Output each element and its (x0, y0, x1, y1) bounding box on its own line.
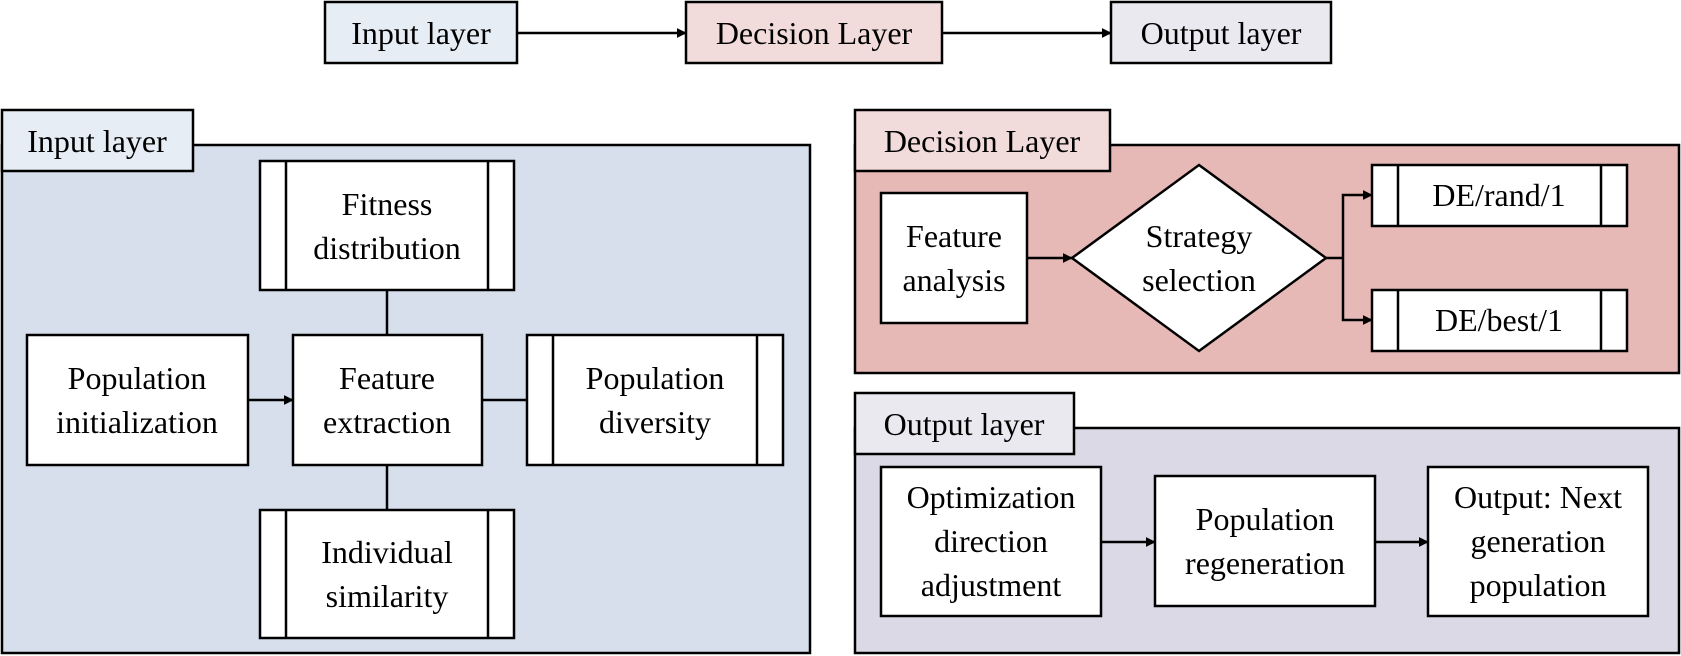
fitness-line-1: Fitness (342, 186, 433, 222)
pop-init-line-2: initialization (56, 404, 218, 440)
feature-analysis-node: Feature analysis (879, 191, 1029, 325)
output-panel-title-tab (853, 391, 1076, 456)
strategy-line-1: Strategy (1146, 218, 1253, 254)
similarity-line-1: Individual (321, 534, 453, 570)
legend-decision-box (684, 0, 944, 65)
fitness-line-2: distribution (313, 230, 461, 266)
optimization-direction-node: Optimization direction adjustment (879, 465, 1103, 618)
decision-panel-title: Decision Layer (884, 123, 1081, 159)
strategy-line-2: selection (1142, 262, 1256, 298)
de-rand-node: DE/rand/1 (1370, 163, 1629, 228)
edge-strategy-to-best (1341, 258, 1373, 325)
next-gen-line-1: Output: Next (1454, 479, 1622, 515)
decision-panel-title-tab (853, 108, 1112, 173)
extraction-line-2: extraction (323, 404, 451, 440)
next-gen-line-3: population (1470, 567, 1607, 603)
input-layer-panel: Input layer Fitness distribution Populat… (0, 108, 812, 655)
legend-output-box (1109, 0, 1333, 65)
extraction-line-1: Feature (339, 360, 435, 396)
fitness-distribution-node: Fitness distribution (258, 159, 516, 292)
opt-direction-line-3: adjustment (921, 567, 1062, 603)
analysis-line-1: Feature (906, 218, 1002, 254)
individual-similarity-node: Individual similarity (258, 508, 516, 640)
legend: Input layer Decision Layer Output layer (323, 0, 1333, 65)
regeneration-line-2: regeneration (1185, 545, 1345, 581)
input-panel-title: Input layer (27, 123, 167, 159)
next-generation-node: Output: Next generation population (1426, 465, 1650, 618)
legend-decision-label: Decision Layer (716, 15, 913, 51)
pop-init-line-1: Population (68, 360, 207, 396)
de-best-node: DE/best/1 (1370, 288, 1629, 353)
edge-strategy-to-rand (1341, 190, 1373, 258)
legend-input-box (323, 0, 519, 65)
legend-input-label: Input layer (351, 15, 491, 51)
population-regeneration-node: Population regeneration (1153, 474, 1377, 608)
de-rand-label: DE/rand/1 (1432, 177, 1565, 213)
population-diversity-node: Population diversity (525, 333, 785, 467)
similarity-line-2: similarity (326, 578, 449, 614)
legend-output-label: Output layer (1141, 15, 1302, 51)
next-gen-line-2: generation (1470, 523, 1605, 559)
opt-direction-line-1: Optimization (907, 479, 1076, 515)
output-layer-panel: Output layer Optimization direction adju… (853, 391, 1681, 655)
input-panel-title-tab (0, 108, 195, 173)
decision-layer-panel: Decision Layer Feature analysis Strategy… (853, 108, 1681, 375)
diversity-line-2: diversity (599, 404, 711, 440)
regeneration-line-1: Population (1196, 501, 1335, 537)
de-best-label: DE/best/1 (1435, 302, 1563, 338)
output-panel-title: Output layer (884, 406, 1045, 442)
feature-extraction-node: Feature extraction (291, 333, 484, 467)
diversity-line-1: Population (586, 360, 725, 396)
analysis-line-2: analysis (902, 262, 1005, 298)
opt-direction-line-2: direction (934, 523, 1048, 559)
strategy-selection-node: Strategy selection (1069, 163, 1329, 353)
population-initialization-node: Population initialization (25, 333, 250, 467)
